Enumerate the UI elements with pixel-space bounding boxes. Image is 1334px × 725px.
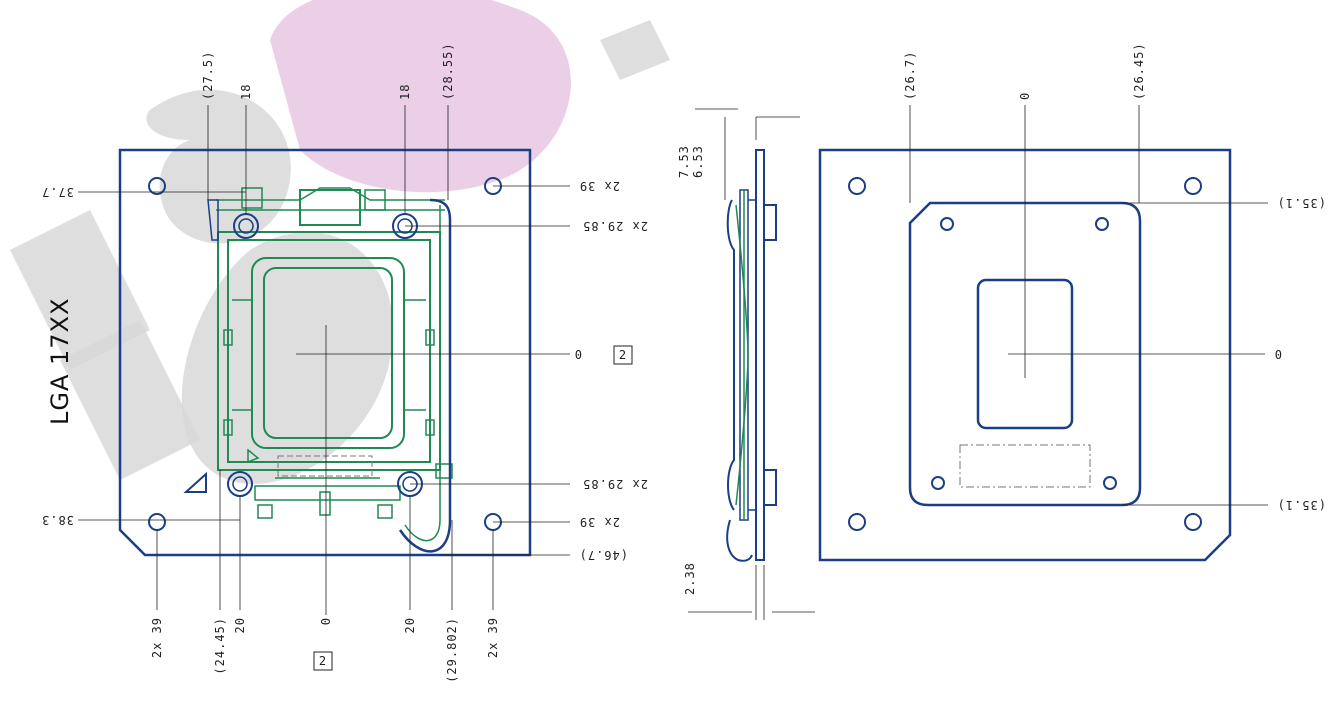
callout-bottom-5: 20 <box>403 617 417 633</box>
callout-top-1: (27.5) <box>201 51 215 100</box>
side-callout-top-2: 6.53 <box>691 145 705 178</box>
callout-bottom-3: 20 <box>233 617 247 633</box>
back-hole-tr <box>1184 177 1202 195</box>
socket-loading-mechanism <box>207 187 453 553</box>
callout-right-2: 2x 29.85 <box>582 219 648 233</box>
side-callout-bottom: 2.38 <box>683 562 697 595</box>
back-hole-bl <box>848 513 866 531</box>
front-view: 2 2 2x 39 2x 29.85 0 2x 29.85 2x 39 (46.… <box>41 42 648 682</box>
callout-top-3: 18 <box>398 84 412 100</box>
backplate <box>908 201 1142 507</box>
callout-left-2: 38.3 <box>41 513 74 527</box>
back-keepout <box>959 444 1091 488</box>
callout-right-4: 2x 29.85 <box>582 477 648 491</box>
back-plate <box>818 148 1232 562</box>
watermark-logo <box>10 0 670 484</box>
callout-right-1: 2x 39 <box>579 179 620 193</box>
callout-right-6: (46.7) <box>579 548 628 562</box>
callout-bottom-7: 2x 39 <box>486 617 500 658</box>
callout-left-1: 37.7 <box>41 185 74 199</box>
datum-box-right <box>613 345 633 365</box>
back-callout-right-2: 0 <box>1274 347 1282 361</box>
front-hole-tl <box>148 177 166 195</box>
back-hole-br <box>1184 513 1202 531</box>
callout-bottom-1: 2x 39 <box>150 617 164 658</box>
front-hole-bl <box>148 513 166 531</box>
back-callout-right-1: (35.1) <box>1277 196 1326 210</box>
callout-bottom-2: (24.45) <box>213 617 227 675</box>
side-callout-top-1: 7.53 <box>677 145 691 178</box>
datum-label-right: 2 <box>619 348 627 362</box>
back-callout-top-3: (26.45) <box>1132 42 1146 100</box>
callout-top-2: 18 <box>239 84 253 100</box>
socket-title: LGA 17XX <box>46 298 74 425</box>
callout-top-4: (28.55) <box>441 42 455 100</box>
back-callout-right-3: (35.1) <box>1277 498 1326 512</box>
side-plate <box>755 149 765 561</box>
datum-box-bottom <box>313 651 333 671</box>
front-orientation-mark <box>183 471 207 493</box>
front-keepout <box>277 455 373 477</box>
back-hole-tl <box>848 177 866 195</box>
back-view: (26.7) 0 (26.45) (35.1) 0 (35.1) <box>818 42 1326 562</box>
callout-right-5: 2x 39 <box>579 515 620 529</box>
back-callout-top-1: (26.7) <box>903 51 917 100</box>
callout-bottom-4: 0 <box>319 617 333 625</box>
callout-bottom-6: (29.802) <box>445 617 459 683</box>
side-view: 7.53 6.53 2.38 <box>677 108 815 620</box>
front-plate <box>118 148 532 557</box>
datum-label-bottom: 2 <box>319 654 327 668</box>
callout-right-3: 0 <box>574 347 582 361</box>
back-callout-top-2: 0 <box>1018 92 1032 100</box>
